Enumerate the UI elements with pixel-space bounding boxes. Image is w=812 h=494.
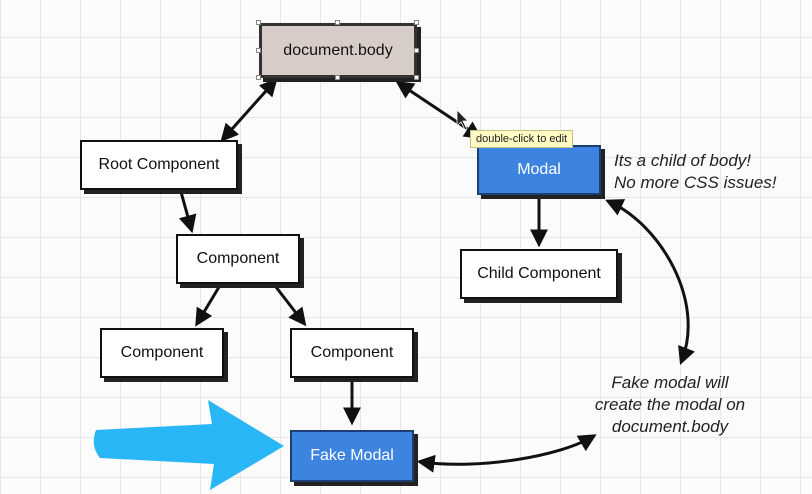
- selection-handle[interactable]: [414, 75, 419, 80]
- modal-note: Its a child of body! No more CSS issues!: [614, 150, 777, 194]
- selection-handle[interactable]: [414, 48, 419, 53]
- mouse-cursor: [456, 109, 469, 131]
- selection-handle[interactable]: [256, 48, 261, 53]
- component-node-left[interactable]: Component: [100, 328, 224, 378]
- component-node-middle[interactable]: Component: [176, 234, 300, 284]
- modal-label: Modal: [517, 161, 561, 178]
- document-body-label: document.body: [283, 41, 393, 59]
- modal-note-line: Its a child of body!: [614, 151, 752, 170]
- arrow-root-component: [178, 191, 197, 234]
- pointer-arrow: [93, 400, 284, 490]
- fake-modal-label: Fake Modal: [310, 447, 394, 464]
- component-node-right[interactable]: Component: [290, 328, 414, 378]
- fake-note-line: document.body: [611, 417, 729, 436]
- arrow-fake-note: [416, 434, 597, 473]
- modal-note-line: No more CSS issues!: [614, 173, 777, 192]
- selection-handle[interactable]: [414, 20, 419, 25]
- root-component-node[interactable]: Root Component: [80, 140, 238, 190]
- document-body-node[interactable]: document.body: [259, 23, 417, 78]
- edit-tooltip: double-click to edit: [470, 130, 574, 148]
- modal-node[interactable]: Modal: [477, 145, 601, 195]
- root-component-label: Root Component: [98, 156, 220, 173]
- fake-note-line: create the modal on: [594, 395, 746, 414]
- selection-handle[interactable]: [256, 20, 261, 25]
- component-label: Component: [120, 344, 204, 361]
- selection-handle[interactable]: [256, 75, 261, 80]
- fake-note-line: Fake modal will: [611, 373, 729, 392]
- child-component-label: Child Component: [477, 265, 601, 282]
- selection-handle[interactable]: [335, 75, 340, 80]
- selection-handle[interactable]: [335, 20, 340, 25]
- fake-modal-node[interactable]: Fake Modal: [290, 430, 414, 482]
- fake-modal-note: Fake modal will create the modal on docu…: [570, 372, 770, 438]
- arrow-component-right: [274, 286, 307, 327]
- component-label: Component: [196, 250, 280, 267]
- child-component-node[interactable]: Child Component: [460, 249, 618, 299]
- component-label: Component: [310, 344, 394, 361]
- arrow-notes-curve: [605, 199, 695, 366]
- arrow-component-left: [195, 286, 221, 327]
- arrow-body-root: [220, 77, 278, 143]
